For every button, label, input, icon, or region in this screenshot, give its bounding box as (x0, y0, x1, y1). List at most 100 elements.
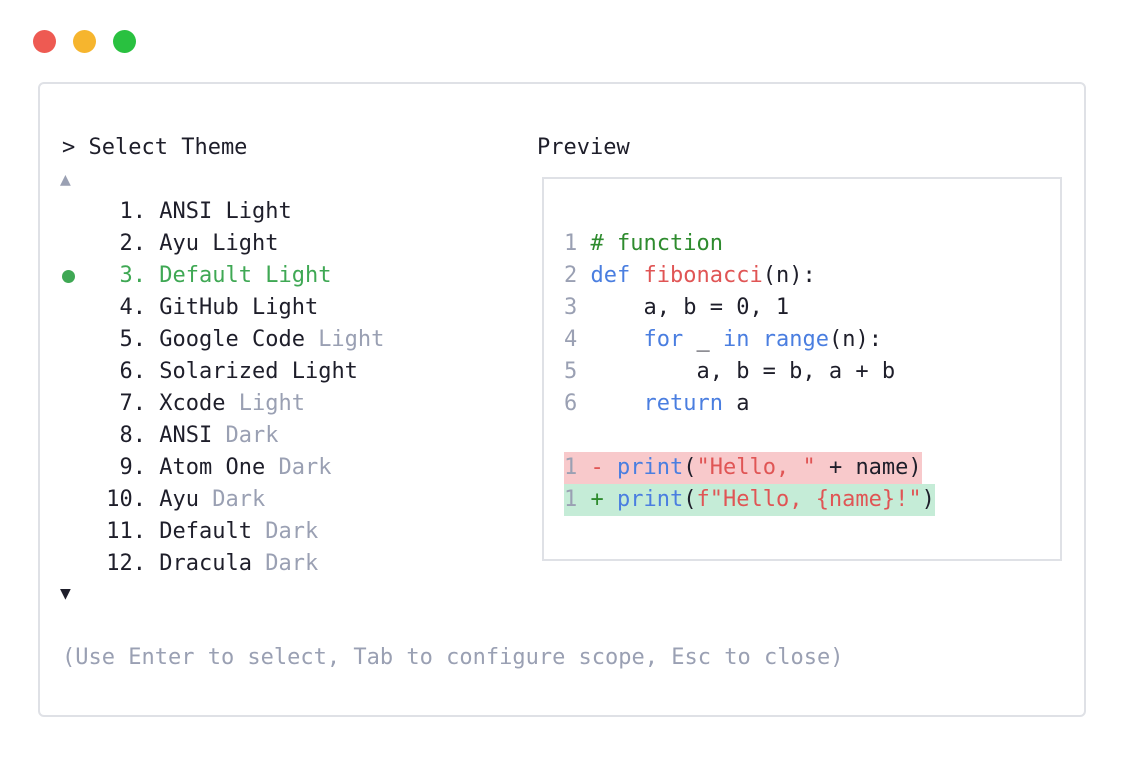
theme-list-item[interactable]: 5. Google Code Light (62, 324, 385, 356)
theme-list-item[interactable]: 3. Default Light (62, 260, 384, 292)
maximize-window-button[interactable] (113, 30, 136, 53)
preview-title: Preview (537, 135, 630, 160)
code-token: f"Hello, {name}!" (696, 487, 922, 512)
code-token: range (762, 327, 829, 352)
theme-item-number: 4. (119, 295, 147, 320)
code-line: 5 a, b = b, a + b (564, 356, 895, 388)
theme-item-name: Dracula (146, 551, 266, 576)
code-token: ( (683, 455, 697, 480)
theme-item-name: Google Code (146, 327, 319, 352)
theme-item-variant: Light (265, 263, 332, 288)
code-token: print (617, 455, 684, 480)
diff-minus-icon: - (590, 455, 604, 480)
line-number: 4 (564, 327, 578, 352)
close-window-button[interactable] (33, 30, 56, 53)
diff-added-line: 1 + print(f"Hello, {name}!") (564, 484, 935, 516)
minimize-window-button[interactable] (73, 30, 96, 53)
theme-list-item[interactable]: 2. Ayu Light (62, 228, 384, 260)
code-token: return (643, 391, 723, 416)
code-line: 2 def fibonacci(n): (564, 260, 816, 292)
theme-item-number: 5. (119, 327, 147, 352)
code-token: a, b = 0, 1 (590, 295, 790, 320)
theme-list-item[interactable]: 6. Solarized Light (62, 356, 384, 388)
theme-item-name: ANSI (146, 199, 226, 224)
theme-item-number: 12. (106, 551, 146, 576)
theme-item-number: 1. (119, 199, 147, 224)
theme-item-number: 11. (106, 519, 146, 544)
theme-item-name: Default (146, 519, 266, 544)
scroll-down-icon[interactable]: ▼ (60, 583, 71, 604)
code-token: ( (683, 487, 697, 512)
theme-item-name: Default (146, 263, 266, 288)
theme-item-name: ANSI (146, 423, 226, 448)
theme-list-item[interactable]: 7. Xcode Light (62, 388, 384, 420)
code-token: in (722, 327, 750, 352)
theme-item-variant: Light (251, 295, 319, 320)
code-token: fibonacci (643, 263, 763, 288)
theme-item-number: 6. (119, 359, 147, 384)
theme-item-name: Ayu (146, 231, 213, 256)
selected-indicator-icon (62, 270, 75, 283)
code-token: a (722, 391, 750, 416)
theme-item-variant: Light (238, 391, 305, 416)
theme-item-number: 3. (119, 263, 147, 288)
diff-plus-icon: + (590, 487, 604, 512)
theme-item-number: 2. (119, 231, 147, 256)
theme-item-name: GitHub (146, 295, 252, 320)
theme-item-variant: Dark (212, 487, 266, 512)
code-token (591, 391, 644, 416)
code-token: (n): (762, 263, 816, 288)
code-token: a, b = b, a + b (590, 359, 896, 384)
theme-list-item[interactable]: 1. ANSI Light (62, 196, 384, 228)
theme-item-variant: Light (318, 327, 385, 352)
code-token: (n): (828, 327, 882, 352)
footer-hint: (Use Enter to select, Tab to configure s… (62, 645, 844, 670)
theme-item-number: 8. (119, 423, 147, 448)
theme-list-item[interactable]: 8. ANSI Dark (62, 420, 384, 452)
theme-item-number: 9. (119, 455, 147, 480)
line-number: 5 (564, 359, 578, 384)
code-line: 1 # function (564, 228, 723, 260)
line-number: 6 (564, 391, 578, 416)
theme-item-variant: Dark (265, 551, 319, 576)
code-line: 3 a, b = 0, 1 (564, 292, 789, 324)
line-number: 1 (564, 487, 578, 512)
theme-item-variant: Dark (265, 519, 319, 544)
code-token (749, 327, 762, 352)
theme-selector-title: > Select Theme (62, 135, 248, 160)
theme-item-variant: Light (212, 231, 279, 256)
scroll-up-icon[interactable]: ▲ (60, 169, 71, 190)
theme-dialog-panel (38, 82, 1086, 717)
line-number: 2 (564, 263, 578, 288)
theme-item-name: Solarized (146, 359, 292, 384)
theme-item-variant: Light (291, 359, 358, 384)
theme-list-item[interactable]: 12. Dracula Dark (62, 548, 384, 580)
theme-item-name: Ayu (146, 487, 213, 512)
theme-item-name: Xcode (146, 391, 239, 416)
code-line: 6 return a (564, 388, 749, 420)
line-number: 3 (564, 295, 578, 320)
preview-box (542, 177, 1062, 561)
code-token: # function (590, 231, 723, 256)
theme-item-number: 7. (119, 391, 147, 416)
theme-list-item[interactable]: 9. Atom One Dark (62, 452, 384, 484)
code-token (591, 327, 644, 352)
theme-item-name: Atom One (146, 455, 279, 480)
code-token: ) (921, 487, 935, 512)
line-number: 1 (564, 455, 578, 480)
code-token: + name) (815, 455, 922, 480)
code-token: def (590, 263, 644, 288)
code-token: "Hello, " (696, 455, 816, 480)
line-number: 1 (564, 231, 578, 256)
theme-list-item[interactable]: 11. Default Dark (62, 516, 384, 548)
code-line: 4 for _ in range(n): (564, 324, 882, 356)
code-token: print (617, 487, 684, 512)
theme-item-number: 10. (106, 487, 146, 512)
theme-list-item[interactable]: 10. Ayu Dark (62, 484, 384, 516)
code-token: _ (683, 327, 723, 352)
theme-list-item[interactable]: 4. GitHub Light (62, 292, 384, 324)
theme-item-variant: Light (225, 199, 292, 224)
code-token: for (643, 327, 684, 352)
theme-item-variant: Dark (278, 455, 332, 480)
